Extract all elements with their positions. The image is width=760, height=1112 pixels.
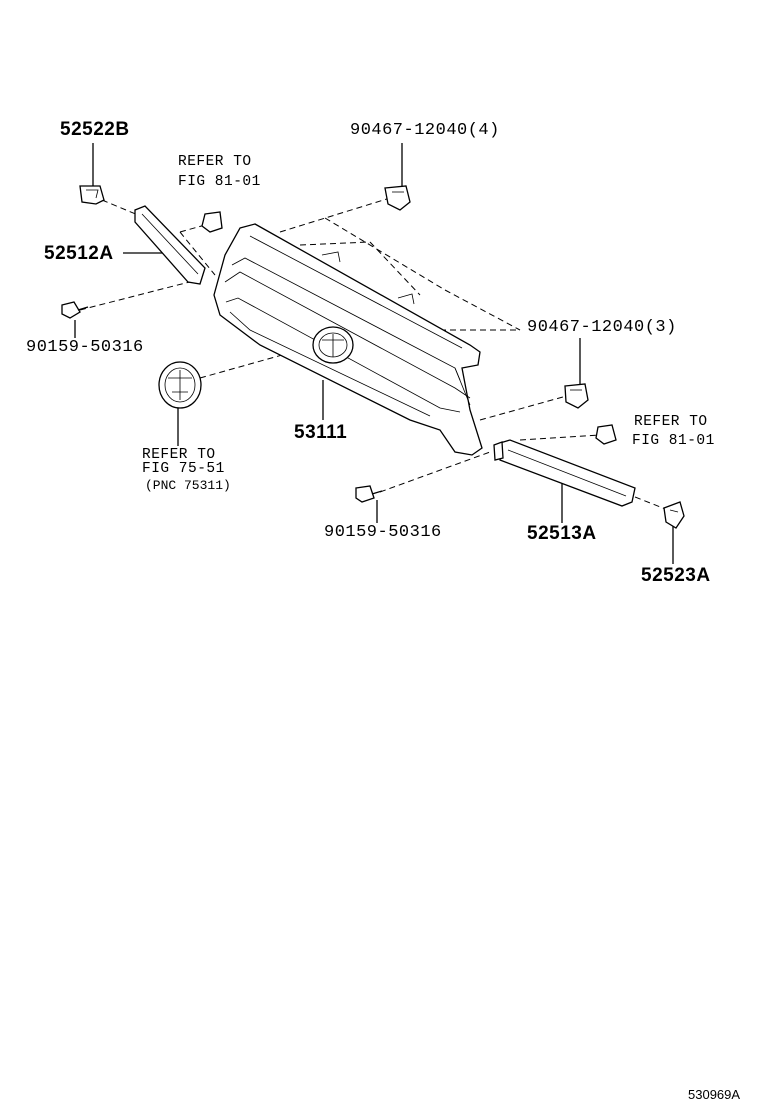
figure-number: 530969A xyxy=(688,1087,741,1102)
clip-right-ref xyxy=(595,424,617,445)
ref-left-line2: FIG 81-01 xyxy=(178,174,261,190)
label-52523A: 52523A xyxy=(641,565,711,586)
ref-left-line1: REFER TO xyxy=(178,154,252,170)
clip-upper-center xyxy=(384,185,411,211)
clip-52523A xyxy=(663,501,685,529)
label-clip-right: 90467-12040(3) xyxy=(527,318,677,337)
leader-lines xyxy=(74,143,674,564)
right-moulding-part xyxy=(493,439,636,507)
label-52512A: 52512A xyxy=(44,243,114,264)
label-52513A: 52513A xyxy=(527,523,597,544)
clip-52522B xyxy=(79,185,105,205)
screw-right xyxy=(355,485,383,503)
left-moulding-part xyxy=(134,205,206,285)
label-52522B: 52522B xyxy=(60,119,130,140)
emblem-part xyxy=(158,361,202,409)
ref-emblem-line3: (PNC 75311) xyxy=(145,478,231,493)
label-screw-left: 90159-50316 xyxy=(26,338,144,357)
label-screw-right: 90159-50316 xyxy=(324,523,442,542)
grille-part xyxy=(213,223,483,456)
clip-upper-left xyxy=(201,211,223,233)
ref-right-line2: FIG 81-01 xyxy=(632,433,715,449)
label-53111: 53111 xyxy=(294,422,348,443)
ref-emblem-line1: REFER TO xyxy=(142,447,216,463)
label-clip-upper-center: 90467-12040(4) xyxy=(350,121,500,140)
ref-right-line1: REFER TO xyxy=(634,414,708,430)
clip-right xyxy=(564,383,589,409)
ref-emblem-line2: FIG 75-51 xyxy=(142,461,225,477)
assembly-lines xyxy=(79,197,669,511)
screw-left xyxy=(61,301,89,319)
